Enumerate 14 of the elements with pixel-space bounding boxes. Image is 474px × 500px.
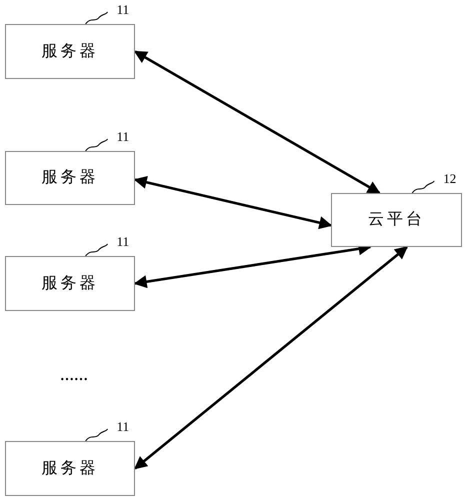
callout-number: 11 — [116, 235, 130, 248]
ellipsis-text: …… — [60, 370, 88, 384]
callout-number: 11 — [116, 420, 130, 433]
box-label: 服务器 — [42, 168, 98, 188]
callout-number: 12 — [443, 172, 456, 185]
callout-number: 11 — [116, 3, 130, 16]
box-label: 云平台 — [368, 210, 425, 230]
box-label: 服务器 — [42, 274, 98, 294]
box-label: 服务器 — [42, 42, 98, 62]
double-arrow — [134, 50, 381, 194]
callout-number: 11 — [116, 130, 130, 143]
double-arrow — [134, 176, 332, 230]
double-arrow — [134, 246, 408, 470]
box-label: 服务器 — [42, 458, 98, 478]
